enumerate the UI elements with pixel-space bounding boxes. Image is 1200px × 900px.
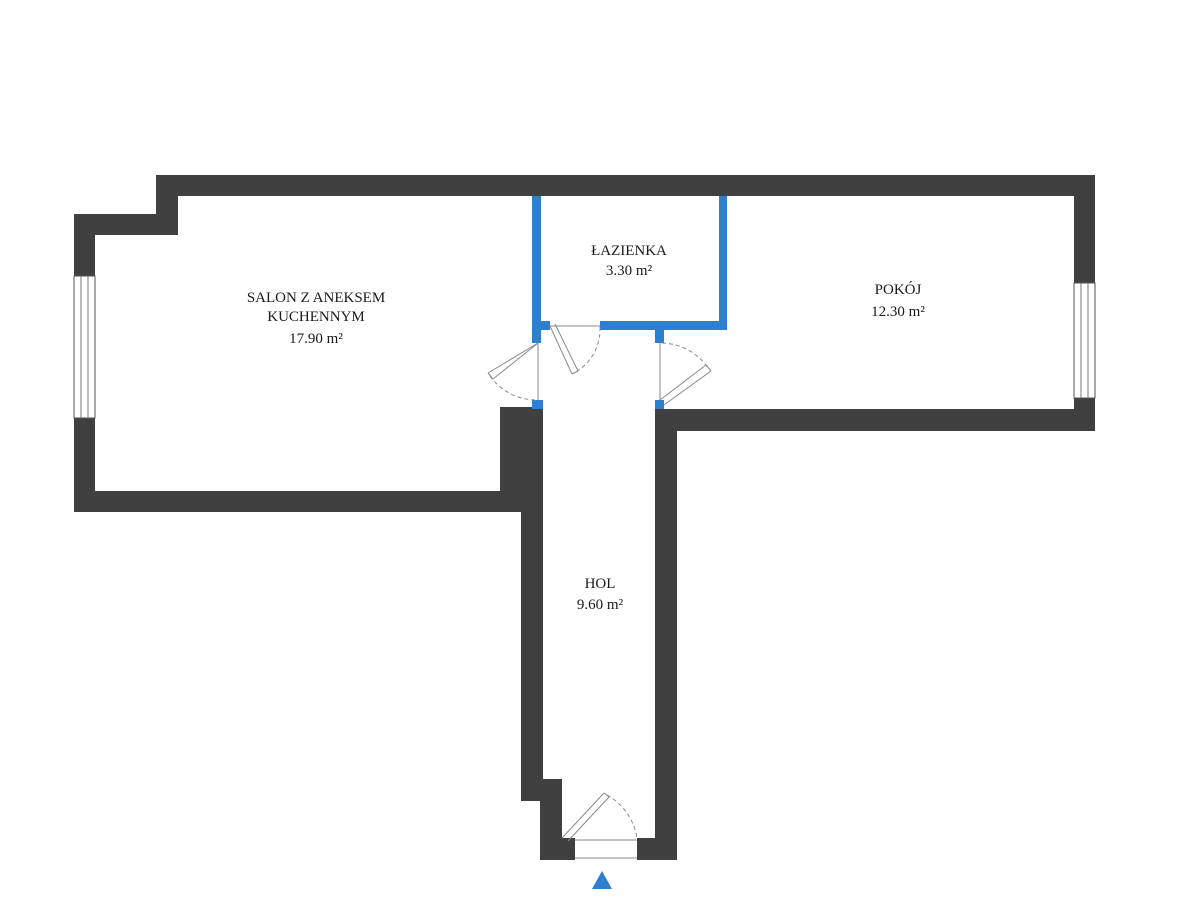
bathroom-walls — [532, 196, 727, 409]
wall-hall-jamb-left-bottom — [532, 400, 543, 409]
window-icon — [1073, 282, 1096, 399]
wall-entrance-left — [540, 838, 575, 860]
wall-entrance-right — [637, 838, 677, 860]
room-salon-name-line1: SALON Z ANEKSEM — [247, 290, 385, 306]
room-lazienka-area: 3.30 m² — [606, 263, 653, 279]
wall-salon-left-upper — [74, 214, 95, 276]
window-pokoj — [1073, 282, 1096, 399]
wall-salon-step — [74, 214, 178, 235]
wall-hall-jamb-left-top — [532, 321, 541, 343]
wall-bath-left — [532, 196, 541, 330]
window-icon — [73, 275, 96, 419]
walls — [74, 175, 1095, 860]
window-salon — [73, 275, 96, 419]
door-swing-icon — [659, 342, 712, 406]
wall-hall-jamb-right-bottom — [655, 400, 664, 409]
wall-pokoj-right-lower — [1074, 398, 1095, 431]
wall-pokoj-right-upper — [1074, 175, 1095, 283]
wall-pokoj-bottom — [655, 409, 1095, 431]
wall-top — [156, 175, 1095, 196]
wall-salon-left-lower — [74, 418, 95, 512]
triangle-up-icon — [592, 871, 612, 889]
wall-salon-bottom — [74, 491, 543, 512]
wall-bath-right — [719, 196, 727, 330]
wall-hall-right — [655, 409, 677, 860]
room-pokoj-area: 12.30 m² — [871, 304, 925, 320]
door-swing-icon — [487, 342, 539, 401]
wall-hall-left — [521, 407, 543, 801]
room-lazienka-name: ŁAZIENKA — [591, 243, 667, 259]
door-swing-icon — [549, 323, 601, 375]
door-swing-icon — [561, 792, 638, 859]
room-salon-area: 17.90 m² — [289, 331, 343, 347]
room-hol-area: 9.60 m² — [577, 597, 624, 613]
room-pokoj-name: POKÓJ — [875, 281, 922, 298]
room-hol-name: HOL — [585, 576, 616, 592]
wall-hall-jamb-right-top — [655, 321, 664, 343]
room-salon-name-line2: KUCHENNYM — [267, 309, 365, 325]
wall-bath-bottom — [541, 321, 550, 330]
